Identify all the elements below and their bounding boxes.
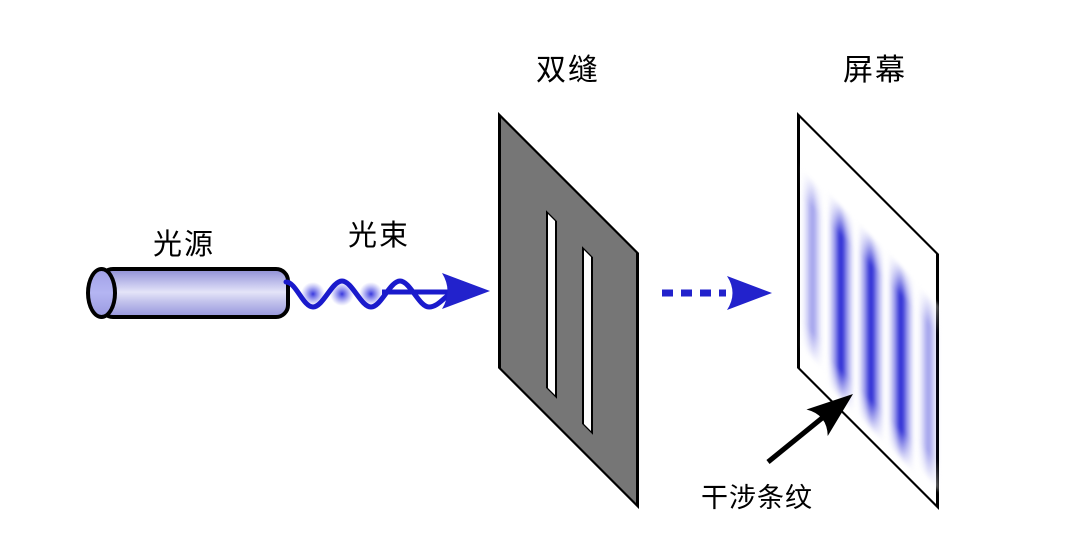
beam-sine-wave bbox=[283, 278, 455, 310]
interference-fringe-1 bbox=[802, 168, 823, 371]
photon-glow-dot bbox=[330, 282, 354, 306]
photon-glow-dot bbox=[359, 282, 383, 306]
photon-glow-dot bbox=[301, 282, 325, 306]
light-source-cylinder-end-cap bbox=[86, 267, 117, 319]
light-source-label: 光源 bbox=[152, 229, 215, 261]
dashed-arrowhead bbox=[727, 276, 772, 310]
double-slit-label: 双缝 bbox=[536, 54, 600, 87]
interference-fringe-4 bbox=[888, 251, 914, 474]
light-beam-label: 光束 bbox=[347, 220, 410, 252]
interference-fringes-label: 干涉条纹 bbox=[701, 483, 813, 513]
interference-fringe-3 bbox=[858, 221, 884, 444]
beam-arrowhead bbox=[442, 273, 490, 309]
light-source-cylinder bbox=[99, 267, 290, 319]
screen-panel bbox=[797, 112, 939, 510]
slit-left bbox=[546, 210, 557, 399]
screen-label: 屏幕 bbox=[843, 54, 907, 87]
fringe-pointer-shaft bbox=[766, 408, 834, 464]
interference-fringe-5 bbox=[918, 284, 939, 491]
interference-fringe-2 bbox=[828, 191, 854, 414]
slit-right bbox=[582, 246, 593, 435]
double-slit-panel bbox=[498, 112, 639, 509]
